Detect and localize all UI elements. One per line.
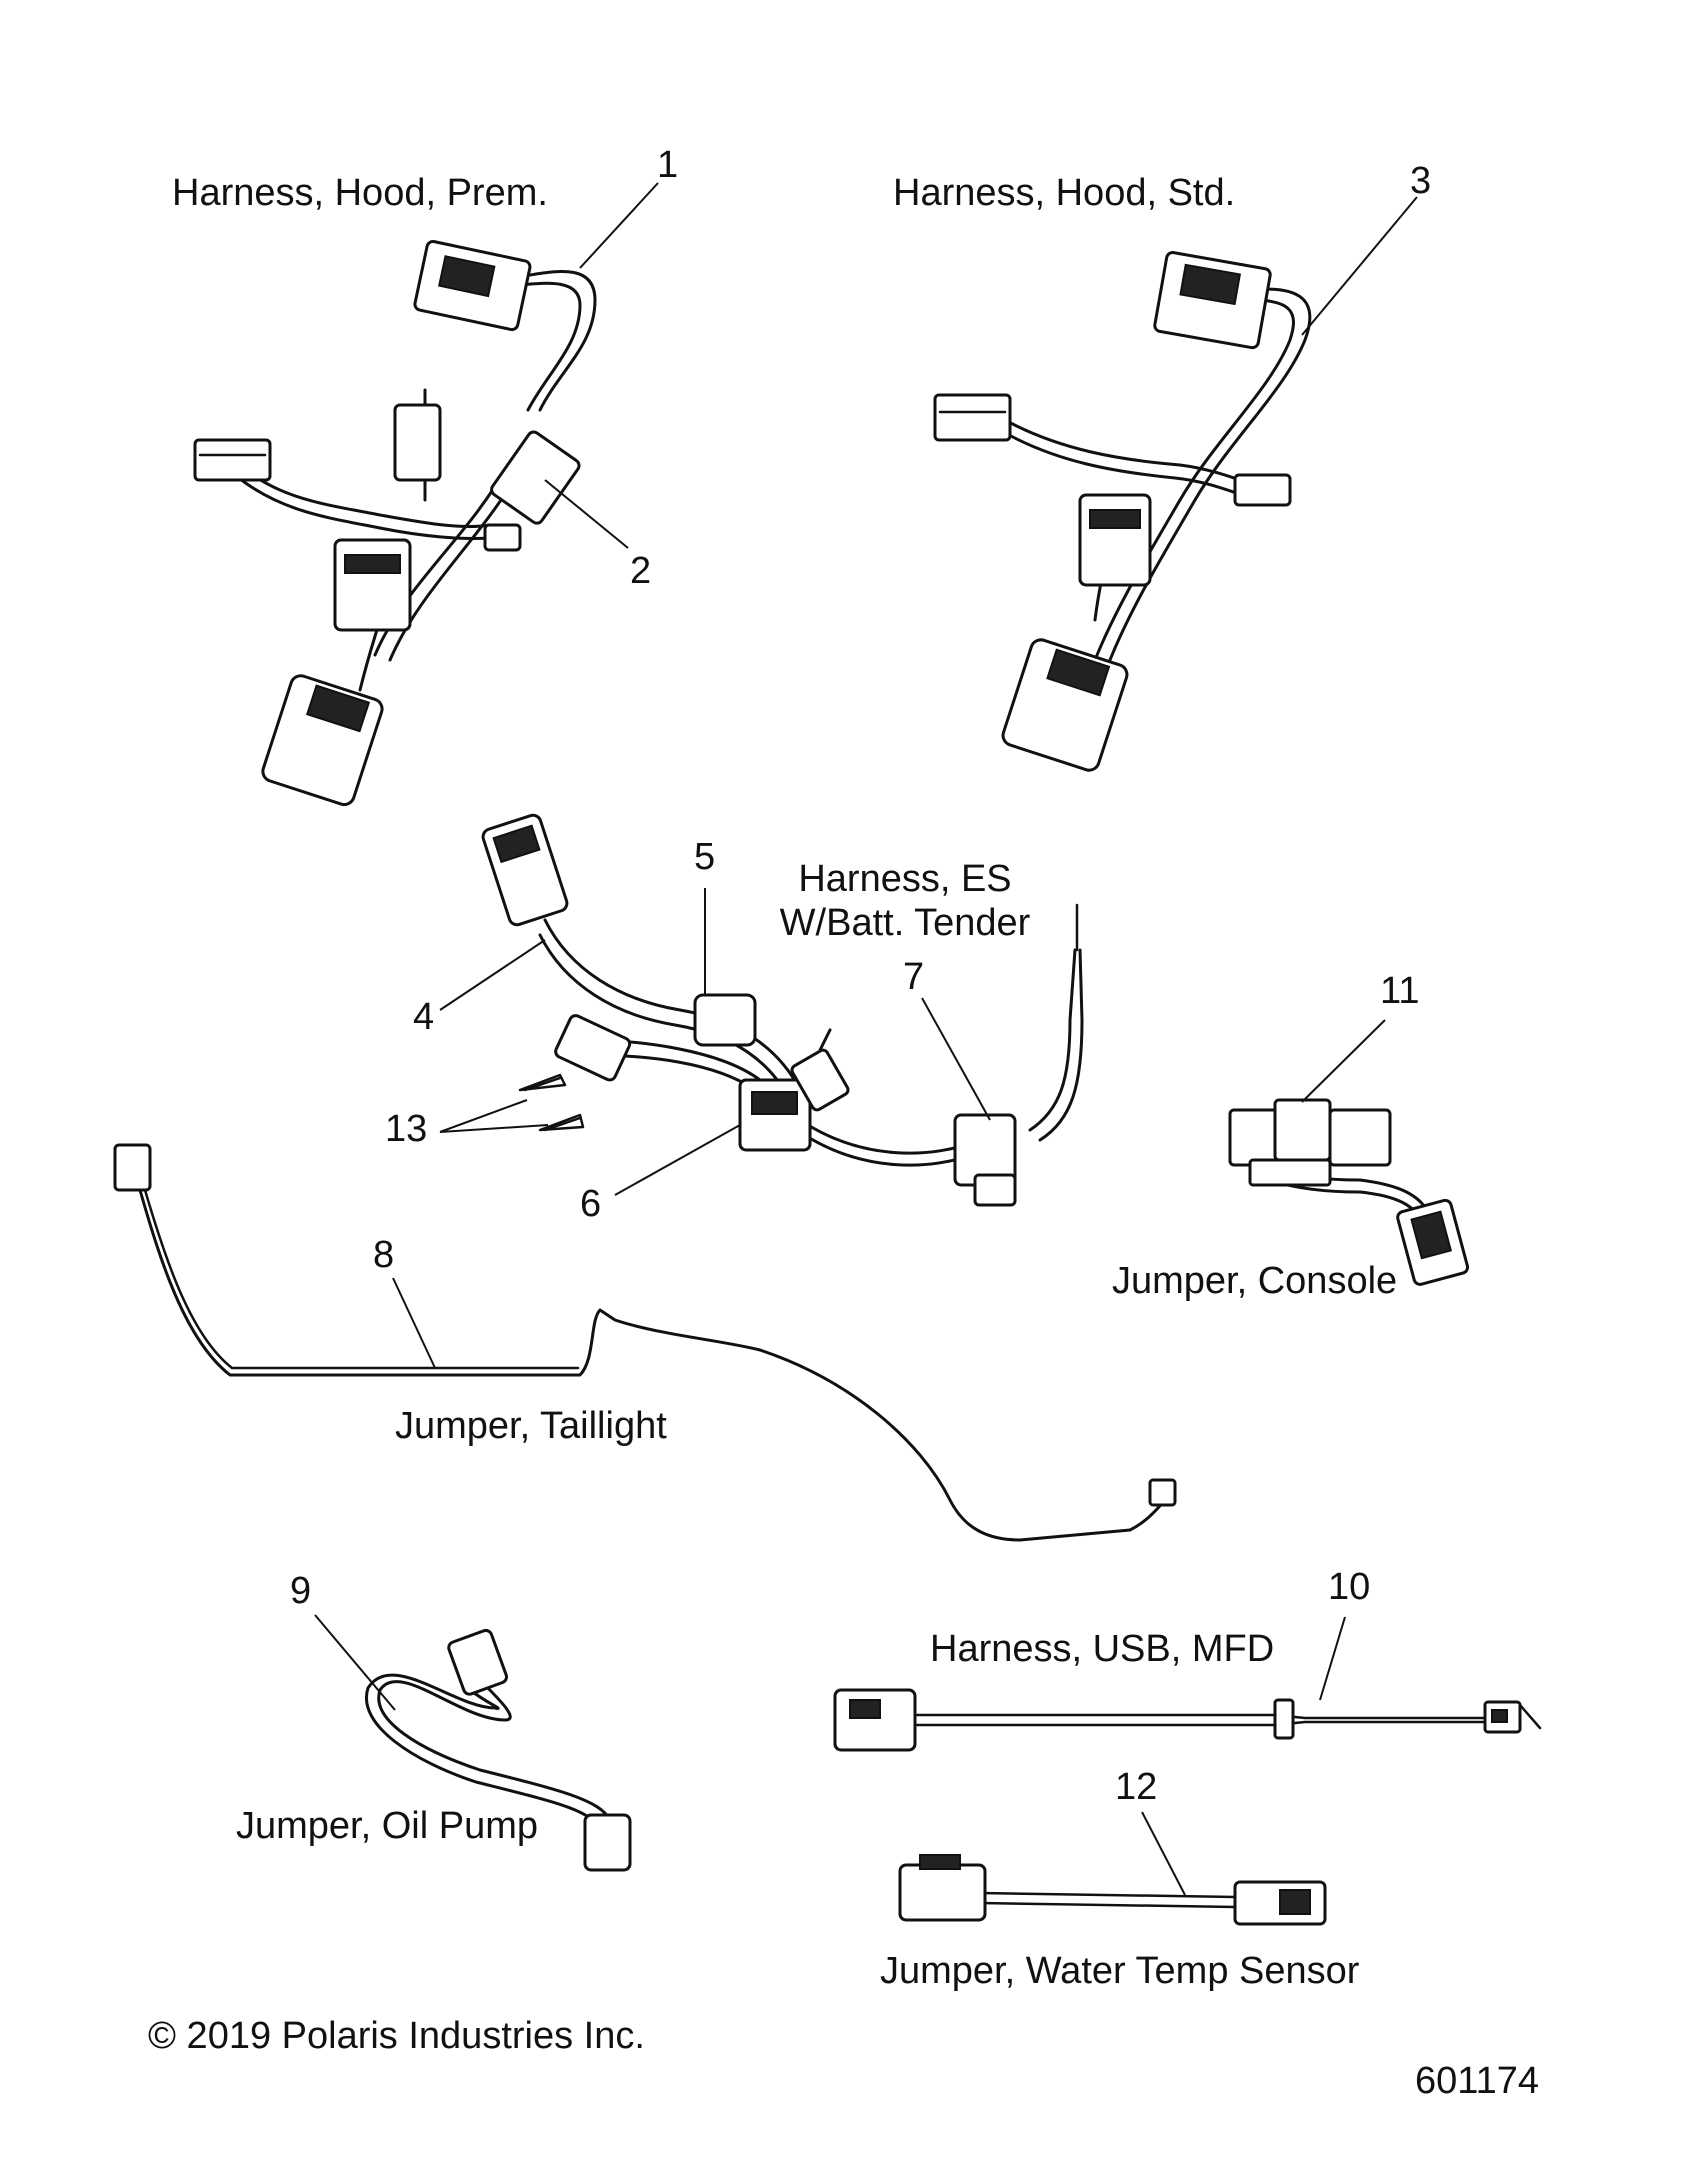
callout-2: 2 — [630, 550, 652, 592]
callout-4: 4 — [413, 996, 435, 1038]
copyright-text: © 2019 Polaris Industries Inc. — [148, 2015, 645, 2057]
callout-9: 9 — [290, 1570, 312, 1612]
leader-lines — [314, 182, 1418, 1896]
label-jumper-water-temp: Jumper, Water Temp Sensor — [880, 1950, 1360, 1992]
jumper-taillight — [113, 1143, 1177, 1542]
label-harness-es: Harness, ES W/Batt. Tender — [760, 858, 1050, 945]
callout-5: 5 — [694, 836, 716, 878]
jumper-console — [1228, 1098, 1470, 1286]
label-harness-usb-mfd: Harness, USB, MFD — [930, 1628, 1275, 1670]
callout-6: 6 — [580, 1183, 602, 1225]
jumper-water-temp — [898, 1854, 1327, 1926]
label-harness-hood-prem: Harness, Hood, Prem. — [172, 172, 548, 214]
harness-hood-prem — [193, 239, 597, 807]
label-harness-es-line2: W/Batt. Tender — [779, 901, 1031, 944]
harness-hood-std — [933, 251, 1312, 772]
harness-usb-mfd — [833, 1688, 1542, 1752]
harness-es-batt-tender — [481, 813, 1084, 1207]
label-jumper-oil-pump: Jumper, Oil Pump — [236, 1805, 538, 1847]
label-jumper-console: Jumper, Console — [1112, 1260, 1398, 1302]
label-harness-es-line1: Harness, ES — [798, 858, 1012, 900]
callout-11: 11 — [1380, 970, 1420, 1012]
callout-3: 3 — [1410, 160, 1432, 202]
callout-7: 7 — [903, 956, 925, 998]
jumper-oil-pump — [364, 1628, 632, 1872]
callout-8: 8 — [373, 1234, 395, 1276]
callout-1: 1 — [657, 144, 679, 186]
label-jumper-taillight: Jumper, Taillight — [395, 1405, 667, 1447]
callout-12: 12 — [1115, 1766, 1158, 1808]
callout-10: 10 — [1328, 1566, 1371, 1608]
callout-13: 13 — [385, 1108, 428, 1150]
figure-id: 601174 — [1415, 2060, 1539, 2102]
label-harness-hood-std: Harness, Hood, Std. — [893, 172, 1236, 214]
